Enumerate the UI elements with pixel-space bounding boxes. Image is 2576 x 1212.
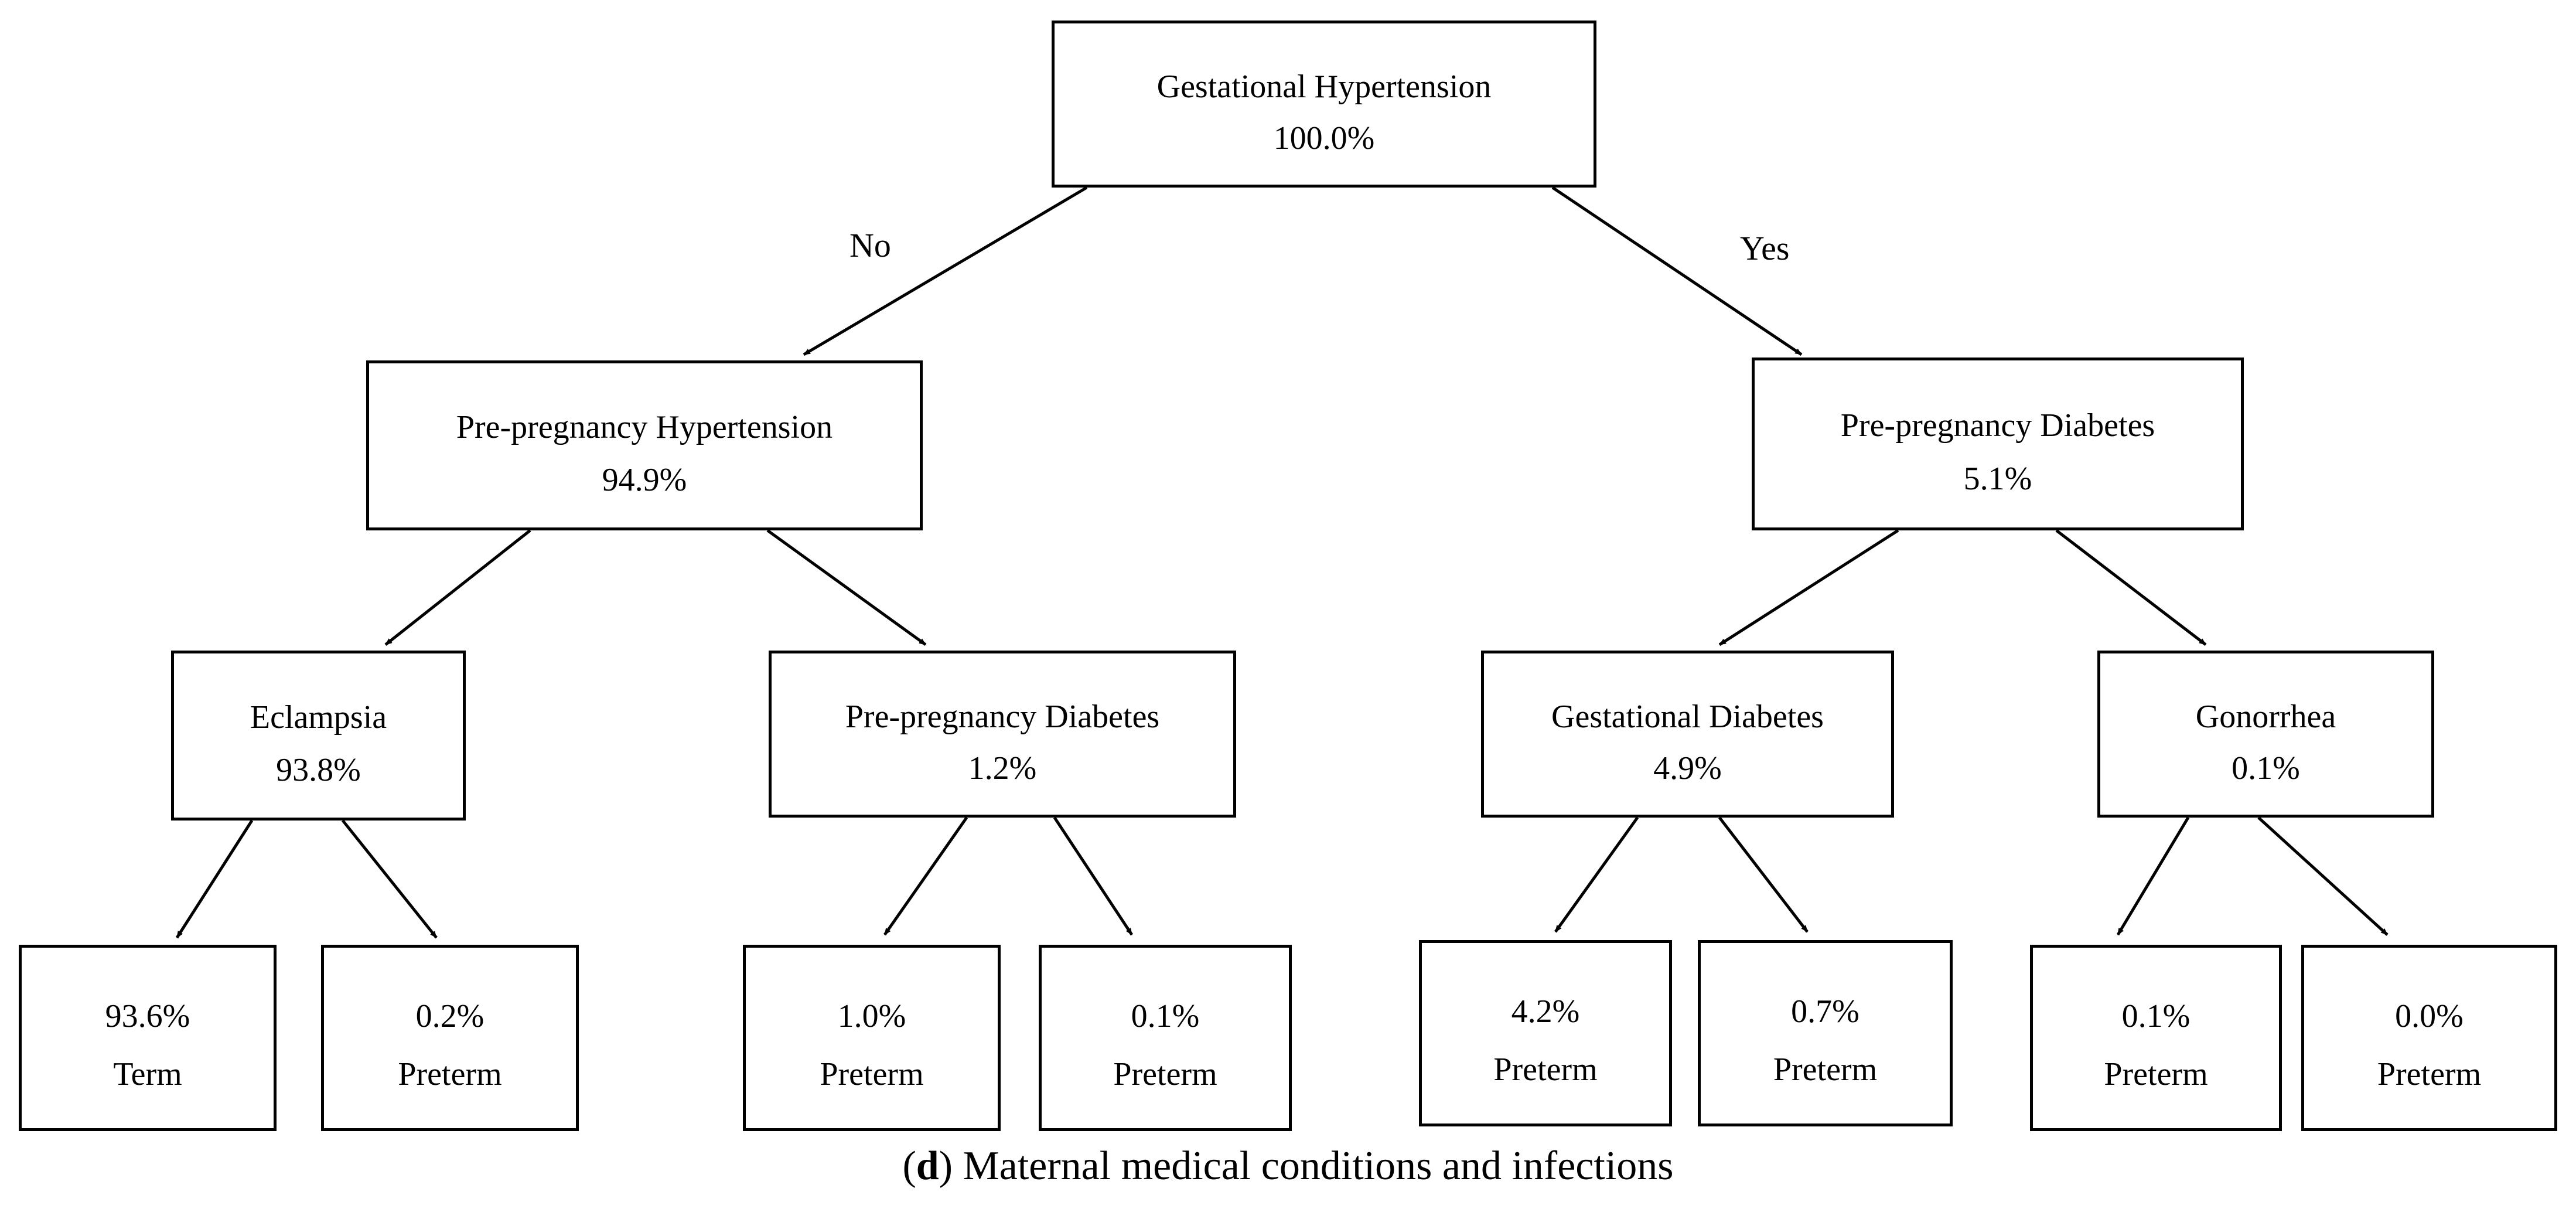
leaf-preterm: 0.7% Preterm [1698,940,1953,1126]
node-percentage: 1.2% [968,750,1037,787]
node-title: Gestational Hypertension [1156,68,1492,105]
leaf-preterm: 0.1% Preterm [2030,945,2282,1131]
leaf-label: Preterm [398,1056,502,1092]
edge-gd-preterm-1 [1554,816,1639,933]
node-title: Pre-pregnancy Hypertension [456,409,833,446]
leaf-preterm: 0.2% Preterm [321,945,579,1131]
leaf-preterm: 1.0% Preterm [743,945,1001,1131]
edge-gon-preterm-2 [2257,816,2389,936]
edge-eclampsia-term [175,819,254,939]
node-percentage: 4.9% [1653,750,1722,787]
leaf-label: Term [113,1056,182,1092]
edge-gd-preterm-2 [1718,816,1809,933]
edge-ppd-preterm-1 [883,816,968,936]
node-percentage: 5.1% [1963,460,2032,497]
edge-ppdiab-gonorrhea [2055,529,2207,646]
leaf-percentage: 1.0% [837,998,906,1035]
leaf-label: Preterm [1493,1051,1598,1088]
node-title: Gestational Diabetes [1551,698,1824,735]
leaf-percentage: 0.0% [2395,998,2464,1035]
node-pre-pregnancy-diabetes-yes: Pre-pregnancy Diabetes 5.1% [1752,358,2244,530]
edge-ppdiab-gestdiab [1718,529,1899,646]
node-percentage: 100.0% [1273,120,1375,156]
edge-ppht-eclampsia [384,529,531,646]
leaf-label: Preterm [820,1056,924,1092]
caption-letter: d [916,1143,939,1189]
leaf-label: Preterm [2377,1056,2482,1092]
edge-ppd-preterm-2 [1053,816,1134,936]
node-gestational-diabetes: Gestational Diabetes 4.9% [1481,651,1894,818]
edge-ppht-ppdiabetes [766,529,927,646]
edge-root-yes [1551,186,1803,356]
node-pre-pregnancy-diabetes-no: Pre-pregnancy Diabetes 1.2% [769,651,1236,818]
leaf-label: Preterm [2104,1056,2208,1092]
leaf-percentage: 93.6% [105,998,190,1035]
leaf-label: Preterm [1113,1056,1217,1092]
leaf-percentage: 0.1% [2121,998,2191,1035]
node-gonorrhea: Gonorrhea 0.1% [2097,651,2434,818]
node-percentage: 0.1% [2232,750,2300,787]
branch-label-no: No [849,226,891,264]
leaf-percentage: 0.7% [1791,993,1860,1030]
edge-gon-preterm-1 [2116,816,2190,936]
node-title: Eclampsia [250,699,387,736]
leaf-percentage: 0.1% [1131,998,1200,1035]
leaf-percentage: 4.2% [1511,993,1580,1030]
node-eclampsia: Eclampsia 93.8% [171,651,466,821]
leaf-percentage: 0.2% [415,998,485,1035]
leaf-preterm: 0.0% Preterm [2301,945,2557,1131]
edge-root-no [803,186,1088,356]
leaf-preterm: 4.2% Preterm [1419,940,1672,1126]
node-title: Gonorrhea [2195,698,2336,735]
node-gestational-hypertension: Gestational Hypertension 100.0% [1052,21,1596,188]
node-percentage: 94.9% [602,461,687,498]
leaf-term: 93.6% Term [19,945,277,1131]
edge-eclampsia-preterm [342,819,438,939]
leaf-preterm: 0.1% Preterm [1039,945,1292,1131]
branch-label-yes: Yes [1740,229,1790,267]
leaf-label: Preterm [1773,1051,1878,1088]
node-title: Pre-pregnancy Diabetes [1840,407,2155,444]
caption-text: Maternal medical conditions and infectio… [963,1143,1674,1189]
figure-caption: (d) Maternal medical conditions and infe… [902,1143,1674,1189]
node-percentage: 93.8% [276,751,361,788]
node-title: Pre-pregnancy Diabetes [845,698,1160,735]
node-pre-pregnancy-hypertension: Pre-pregnancy Hypertension 94.9% [366,360,923,530]
